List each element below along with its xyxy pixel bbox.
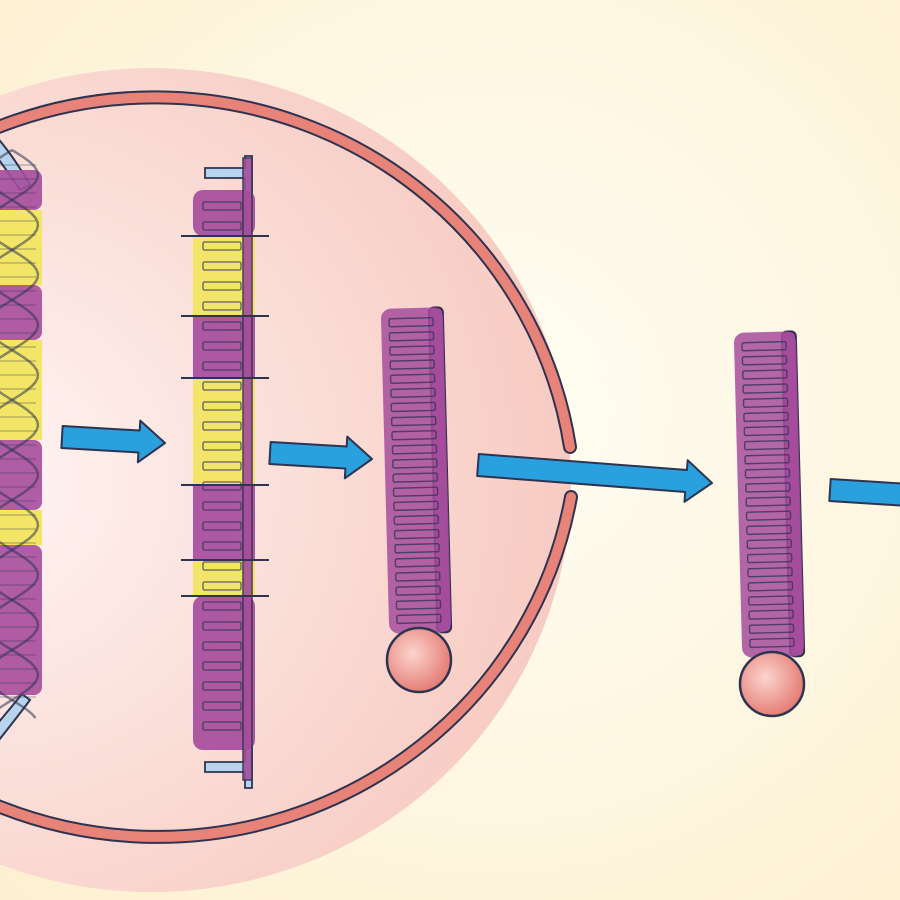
- arrow-icon: [60, 419, 167, 464]
- base-rung: [744, 453, 790, 465]
- base-rung: [743, 439, 790, 451]
- base-rung: [743, 425, 790, 437]
- base-rung: [202, 561, 242, 571]
- base-rung: [393, 528, 440, 540]
- arrow-shape: [268, 435, 373, 480]
- base-rung: [202, 281, 242, 291]
- base-rung: [202, 441, 242, 451]
- arrow-icon: [268, 435, 373, 480]
- base-rung: [392, 472, 438, 483]
- dna-exon-segment: [0, 545, 42, 695]
- base-rung: [395, 571, 441, 582]
- base-rung: [395, 585, 441, 596]
- base-rung: [202, 601, 242, 611]
- base-rung: [749, 637, 795, 649]
- base-rung: [389, 345, 435, 356]
- base-rung: [202, 341, 242, 351]
- dna-strand-b: [0, 148, 40, 719]
- dna-double-helix-icon: [0, 139, 42, 741]
- base-rung: [394, 557, 441, 568]
- base-rung: [202, 721, 242, 731]
- base-rung: [744, 468, 791, 479]
- base-rung: [202, 361, 242, 371]
- arrow-shape: [60, 419, 167, 464]
- base-rung: [202, 641, 242, 651]
- base-rung: [390, 401, 437, 413]
- base-rung: [202, 221, 242, 231]
- dna-exon-segment: [0, 440, 42, 510]
- rna-strand: [734, 330, 806, 658]
- base-rung: [391, 444, 438, 455]
- base-rung: [748, 609, 794, 620]
- base-rung: [202, 401, 242, 411]
- base-rung: [746, 552, 793, 564]
- base-rung: [395, 599, 442, 610]
- base-rung: [202, 701, 242, 711]
- base-rung: [388, 331, 435, 342]
- base-rung: [396, 613, 442, 625]
- capped-mrna-icon: [381, 306, 453, 694]
- base-rung: [741, 355, 788, 366]
- dna-strand-a: [0, 148, 40, 710]
- base-rung: [745, 482, 791, 493]
- base-rung: [202, 201, 242, 211]
- base-rung: [394, 542, 440, 554]
- base-rung: [393, 500, 439, 512]
- capped-mrna-icon: [734, 330, 806, 718]
- base-rung: [202, 621, 242, 631]
- base-rung: [202, 461, 242, 471]
- base-rung: [202, 661, 242, 671]
- base-rung: [745, 510, 792, 521]
- arrow-shape: [476, 453, 713, 503]
- base-rung: [391, 429, 437, 441]
- rna-strand: [381, 306, 453, 634]
- base-rung: [390, 415, 437, 427]
- arrow-icon: [476, 453, 713, 503]
- pre-mrna-strand-icon: [181, 155, 269, 789]
- base-rung: [745, 496, 791, 507]
- nucleus-envelope-upper-color: [0, 92, 575, 452]
- base-rung: [392, 486, 439, 497]
- base-rung: [202, 521, 242, 531]
- rna-body: [381, 307, 451, 634]
- base-rung: [202, 581, 242, 591]
- base-rung: [202, 501, 242, 511]
- five-prime-cap-icon: [738, 650, 806, 718]
- base-rung: [202, 321, 242, 331]
- arrow-icon: [828, 473, 900, 518]
- pre-mrna-backbone: [242, 157, 253, 781]
- base-rung: [202, 381, 242, 391]
- base-rung: [742, 369, 788, 380]
- base-rung: [389, 373, 436, 384]
- base-rung: [202, 421, 242, 431]
- base-rung: [741, 340, 787, 352]
- arrow-shape: [828, 473, 900, 518]
- base-rung: [392, 458, 438, 469]
- base-rung: [202, 681, 242, 691]
- base-rung: [389, 359, 435, 370]
- base-rung: [388, 316, 434, 328]
- nucleus-envelope-lower-color: [0, 492, 576, 842]
- base-rung: [202, 301, 242, 311]
- base-rung: [746, 538, 793, 550]
- exon-segment: [193, 596, 255, 750]
- base-rung: [393, 514, 440, 526]
- base-rung: [390, 387, 436, 399]
- base-rung: [202, 241, 242, 251]
- base-rung: [202, 541, 242, 551]
- base-rung: [742, 383, 788, 394]
- base-rung: [747, 581, 794, 592]
- base-rung: [748, 595, 794, 606]
- base-rung: [747, 566, 793, 578]
- rna-body: [734, 331, 804, 658]
- base-rung: [202, 261, 242, 271]
- base-rung: [746, 524, 792, 536]
- process-arrows: [60, 419, 900, 518]
- base-rung: [743, 411, 789, 423]
- base-rung: [748, 623, 795, 634]
- base-rung: [742, 397, 789, 408]
- five-prime-cap-icon: [385, 626, 453, 694]
